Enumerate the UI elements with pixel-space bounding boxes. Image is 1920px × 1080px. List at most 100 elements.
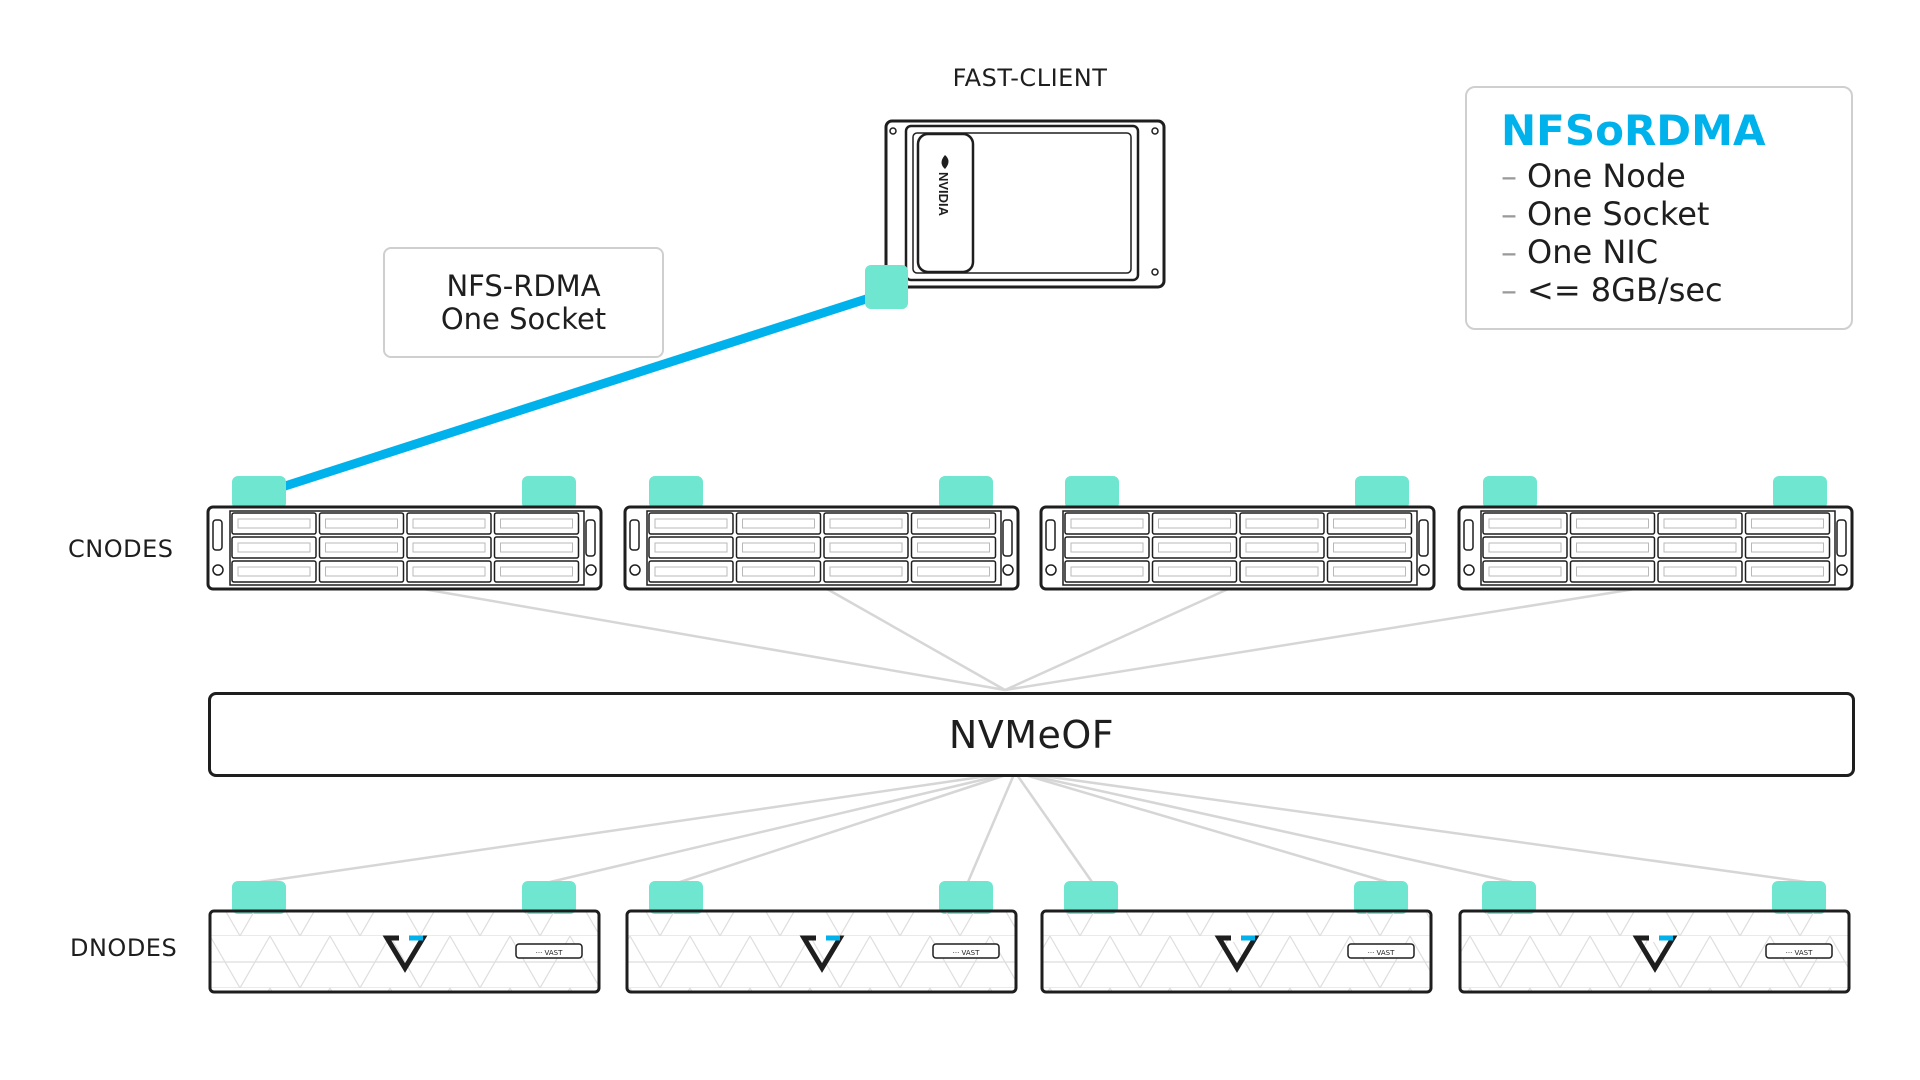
dnode-port-right [1772,881,1826,914]
dnode-2: ··· VAST [625,881,1018,994]
drive-bay [1326,536,1413,559]
dnode-group: ··· VAST ··· VAST ··· VAST ··· VAST [208,881,1851,994]
dnode-1: ··· VAST [208,881,601,994]
cnode-link-4 [1004,583,1661,692]
vast-badge-text: ··· VAST [1368,949,1395,957]
dnode-port-left [1482,881,1536,914]
dnode-port-right [939,881,993,914]
drive-bay [1151,512,1238,535]
dnode-links [259,770,1807,884]
drive-bay [1744,512,1831,535]
drive-bay [910,536,997,559]
drive-bay [1482,536,1568,559]
nvmeof-fabric: NVMeOF [208,692,1855,777]
drive-bay [1326,560,1413,583]
drive-bay [1064,536,1150,559]
drive-bay [493,560,580,583]
drive-bay [493,512,580,535]
dnode-4: ··· VAST [1458,881,1851,994]
drive-bay [1064,560,1150,583]
vast-badge-text: ··· VAST [1786,949,1813,957]
cnode-port-left [232,476,286,509]
dnode-port-left [1064,881,1118,914]
cnode-link-1 [399,583,1006,692]
dnode-port-right [522,881,576,914]
drive-bay [735,536,822,559]
info-line-nic: –One NIC [1501,233,1659,271]
vast-badge: ··· VAST [1765,943,1833,959]
protocol-label-line2: One Socket [440,301,607,336]
dnode-port-left [232,881,286,914]
nvidia-brand-text: NVIDIA [936,172,951,217]
drive-bay [1239,536,1325,559]
cnode-1 [206,476,603,591]
info-line-node: –One Node [1501,157,1686,195]
cnodes-label: CNODES [68,535,174,563]
client-nic-port [865,265,908,309]
drive-bay [1569,536,1656,559]
cnode-port-right [1773,476,1827,509]
drive-bay [1239,512,1325,535]
drive-bay [406,536,492,559]
vast-badge: ··· VAST [932,943,1000,959]
cnode-port-right [1355,476,1409,509]
cnode-group [206,476,1854,591]
drive-bay [1239,560,1325,583]
drive-bay [1482,512,1568,535]
cnode-port-right [939,476,993,509]
vast-badge: ··· VAST [1347,943,1415,959]
drive-bay [823,536,909,559]
drive-bay [823,560,909,583]
drive-bay [1151,536,1238,559]
vast-badge: ··· VAST [515,943,583,959]
cnode-2 [623,476,1020,591]
vast-logo-icon [1632,935,1678,973]
drive-bay [910,512,997,535]
drive-bay [318,560,405,583]
protocol-label-line1: NFS-RDMA [446,268,601,303]
info-line-bandwidth: –<= 8GB/sec [1501,271,1723,309]
vast-enclosure-icon [208,909,601,994]
drive-bay [318,536,405,559]
dnode-port-right [1354,881,1408,914]
cnode-link-2 [819,583,1006,692]
drive-bay [231,536,317,559]
cnode-port-left [649,476,703,509]
drive-bay [493,536,580,559]
client-title: FAST-CLIENT [952,64,1108,92]
nfs-rdma-link [277,287,893,492]
drive-bay [406,560,492,583]
drive-bay [1744,560,1831,583]
drive-bay [1569,512,1656,535]
cnode-port-left [1065,476,1119,509]
dnodes-label: DNODES [70,934,178,962]
cnode-4 [1457,476,1854,591]
cnode-port-left [1483,476,1537,509]
drive-bay [735,512,822,535]
info-panel: NFSoRDMA –One Node –One Socket –One NIC … [1465,86,1853,330]
drive-bay [406,512,492,535]
drive-bay [1064,512,1150,535]
drive-bay [823,512,909,535]
dnode-3: ··· VAST [1040,881,1433,994]
vast-enclosure-icon [625,909,1018,994]
drive-bay [318,512,405,535]
vast-enclosure-icon [1040,909,1433,994]
drive-bay [231,560,317,583]
vast-logo-icon [799,935,845,973]
drive-bay [648,512,734,535]
drive-bay [1326,512,1413,535]
vast-badge-text: ··· VAST [953,949,980,957]
vast-logo-icon [1214,935,1260,973]
drive-bay [735,560,822,583]
nvidia-server-icon: NVIDIA [884,119,1166,289]
nvidia-logo-icon [941,155,949,169]
info-line-socket: –One Socket [1501,195,1710,233]
drive-bay [648,560,734,583]
vast-logo-icon [382,935,428,973]
cnode-3 [1039,476,1436,591]
drive-bay [1482,560,1568,583]
drive-bay [648,536,734,559]
drive-bay [231,512,317,535]
